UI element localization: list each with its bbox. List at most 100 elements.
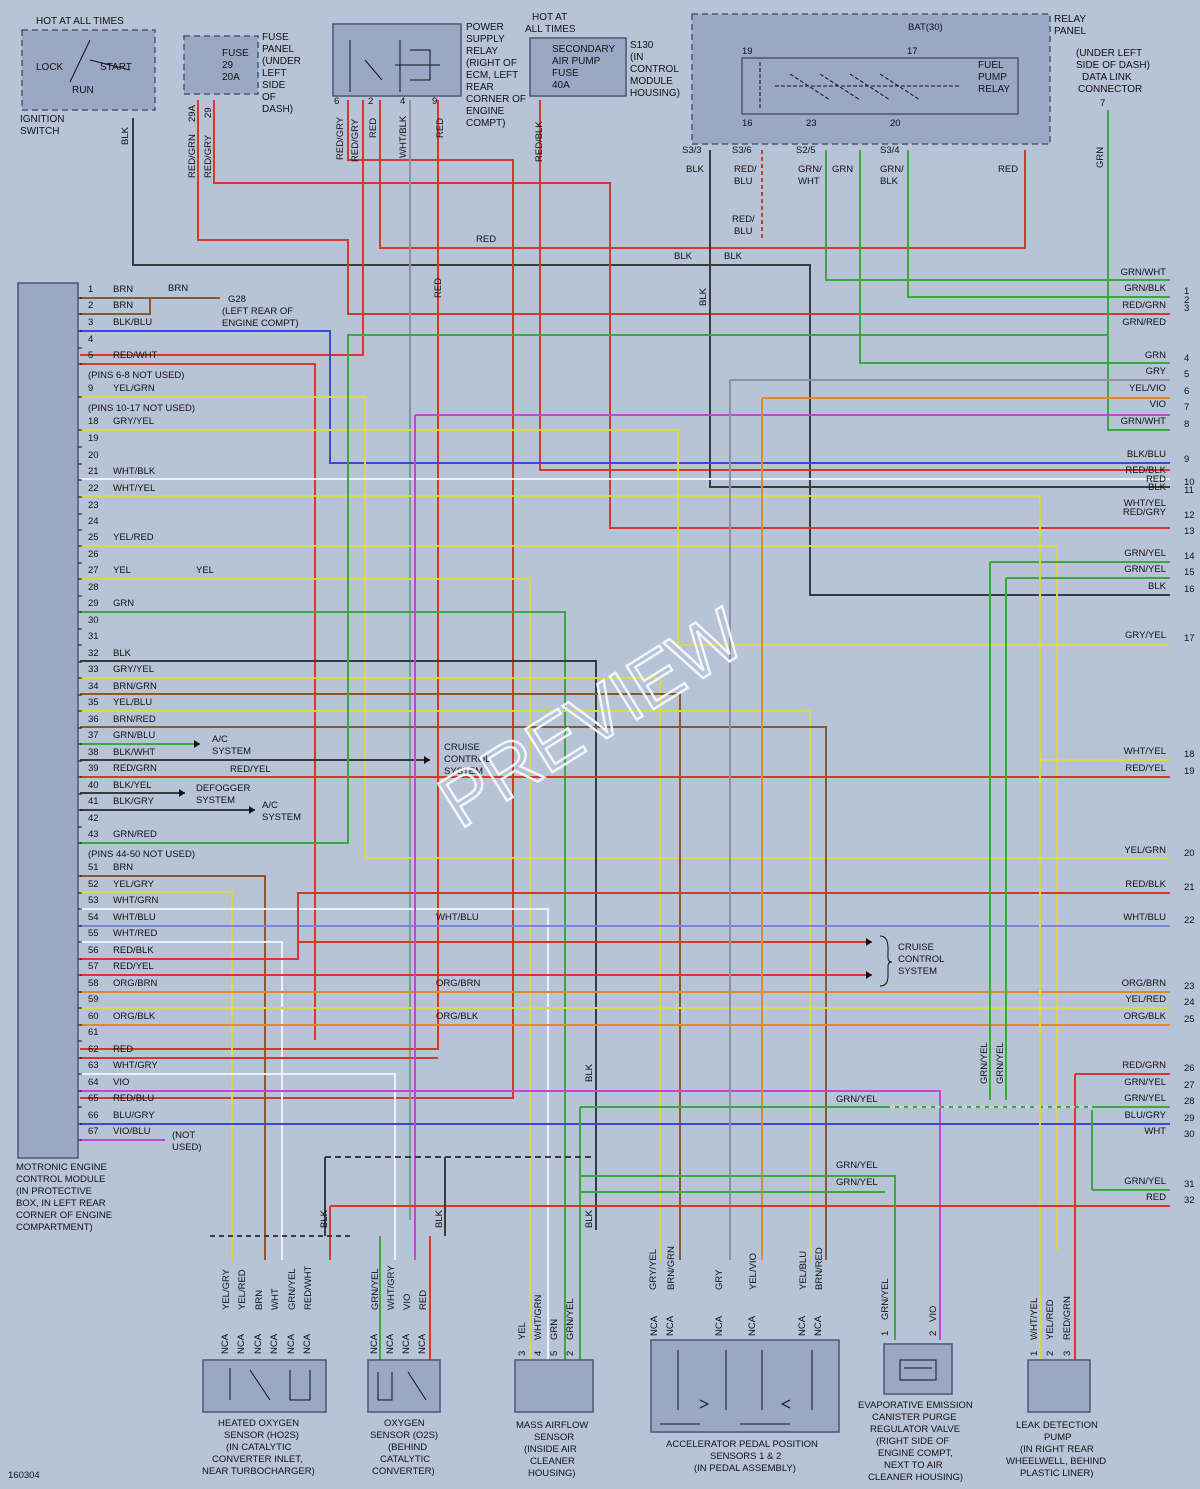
fpr-name-2: RELAY	[978, 84, 1010, 95]
sec-desc-4: HOUSING)	[630, 88, 680, 99]
ecm-desc-1: CONTROL MODULE	[16, 1174, 105, 1185]
ho2s-d4: NEAR TURBOCHARGER)	[202, 1466, 315, 1477]
ecm-desc-2: (IN PROTECTIVE	[16, 1186, 92, 1197]
right-conn-num: 25	[1184, 1014, 1195, 1025]
ecm-desc-3: BOX, IN LEFT REAR	[16, 1198, 106, 1209]
app-tw2: GRY	[714, 1269, 725, 1290]
right-conn-wire: GRN/RED	[1122, 317, 1166, 328]
cruise-brace	[879, 935, 893, 987]
ho2s-w2: BRN	[254, 1290, 265, 1310]
ecm-pin-num: 24	[88, 516, 99, 527]
ho2s-n1: NCA	[236, 1333, 247, 1354]
ecm-pin-wire: YEL/GRN	[113, 383, 155, 394]
ecm-pin-num: 52	[88, 879, 99, 890]
ecm-pin-num: 57	[88, 961, 99, 972]
g28-2: ENGINE COMPT)	[222, 318, 299, 329]
psr-pin-9: 9	[432, 96, 437, 107]
ecm-pin-wire: RED/BLK	[113, 945, 154, 956]
psr-desc-7: ENGINE	[466, 106, 505, 117]
right-conn-num: 15	[1184, 567, 1195, 578]
o2s-w0: GRN/YEL	[370, 1268, 381, 1310]
psr-pin-2: 2	[368, 96, 373, 107]
ign-run: RUN	[72, 85, 94, 96]
relay-coil-symbol	[759, 62, 960, 110]
ecm-pin-num: 20	[88, 450, 99, 461]
ecm-pin-num: 30	[88, 615, 99, 626]
maf-p3: 2	[565, 1351, 576, 1356]
mid-org-brn: ORG/BRN	[436, 978, 480, 989]
wire-ecm-36	[80, 726, 827, 1260]
mr-grnyel-b: GRN/YEL	[836, 1160, 878, 1171]
psr-wire-2: RED	[368, 118, 379, 138]
wire-ign-blk	[132, 118, 1170, 596]
sec-wire: RED/BLK	[534, 121, 545, 162]
dlc-desc-1: SIDE OF DASH)	[1076, 60, 1150, 71]
fuse-panel-box	[183, 35, 259, 95]
leak-detection-pump: WHT/YEL YEL/RED RED/GRN 1 2 3 LEAK DETEC…	[1006, 1296, 1106, 1479]
g28-0: G28	[228, 294, 246, 305]
wire-relay-grnblk	[907, 150, 1170, 298]
ecm-pin-num: 63	[88, 1060, 99, 1071]
o2s-n3: NCA	[417, 1333, 428, 1354]
ecm-pin-num: 26	[88, 549, 99, 560]
o2s-d0: OXYGEN	[384, 1418, 425, 1429]
right-conn-wire: RED/YEL	[1125, 763, 1166, 774]
wire-sec-redblk	[539, 100, 1170, 471]
sec-desc-3: MODULE	[630, 76, 673, 87]
app-tw1: BRN/GRN	[666, 1246, 677, 1290]
wire-ecm-25	[80, 545, 1058, 1250]
psr-desc-2: RELAY	[466, 46, 498, 57]
ecm-pin-num: 25	[88, 532, 99, 543]
mid-right-labels: GRN/YEL GRN/YEL GRN/YEL GRN/YEL GRN/YEL	[836, 1042, 1092, 1188]
right-conn-wire: RED/GRN	[1122, 300, 1166, 311]
right-conn-wire: GRN/YEL	[1124, 548, 1166, 559]
right-conn-wire: WHT/BLU	[1123, 912, 1166, 923]
right-conn-wire: GRN	[1145, 350, 1166, 361]
ecm-pin-wire: YEL	[113, 565, 131, 576]
evap-d3: (RIGHT SIDE OF	[876, 1436, 949, 1447]
ecm-pin-num: 65	[88, 1093, 99, 1104]
app-n1: NCA	[665, 1315, 676, 1336]
psr-pin-6: 6	[334, 96, 339, 107]
maf-blk: BLK	[584, 1209, 595, 1228]
relay-wire-wht: WHT	[798, 176, 820, 187]
right-conn-wire: ORG/BLK	[1124, 1011, 1167, 1022]
psr-desc-5: REAR	[466, 82, 494, 93]
o2s-symbol	[377, 1371, 427, 1401]
right-conn-num: 26	[1184, 1063, 1195, 1074]
ecm-pin-num: 58	[88, 978, 99, 989]
ecm-pin-num: 21	[88, 466, 99, 477]
right-conn-num: 10	[1184, 477, 1195, 488]
ho2s-box	[202, 1359, 327, 1413]
ecm-pin-num: 3	[88, 317, 93, 328]
ecm-pin-num: 1	[88, 284, 93, 295]
fuse-pin-a: 29A	[187, 104, 198, 122]
ecm-pin-num: 43	[88, 829, 99, 840]
ecm-pin-wire: GRY/YEL	[113, 416, 154, 427]
ecm-pin-wire: BLK/YEL	[113, 780, 152, 791]
relay-redblu-0: RED/	[732, 214, 755, 225]
ecm-pin-num: 18	[88, 416, 99, 427]
ecm-note-3: (PINS 44-50 NOT USED)	[88, 849, 195, 860]
ho2s-w5: RED/WHT	[303, 1265, 314, 1310]
ecm-pin-num: 61	[88, 1027, 99, 1038]
evap-w1: VIO	[928, 1306, 939, 1322]
evap-p1: 2	[928, 1331, 939, 1336]
right-conn-num: 4	[1184, 353, 1189, 364]
right-conn-num: 8	[1184, 419, 1189, 430]
relay-panel: RELAY PANEL BAT(30) 19 17 16 23 20 FUEL …	[682, 14, 1086, 237]
ho2s-n4: NCA	[286, 1333, 297, 1354]
wire-ecm-33	[80, 677, 661, 1260]
fuse-desc-1: PANEL	[262, 44, 294, 55]
app-tw5: BRN/RED	[814, 1247, 825, 1290]
right-conn-num: 30	[1184, 1129, 1195, 1140]
ho2s-heater-symbol	[229, 1368, 311, 1401]
ecm-pin-wire: WHT/GRY	[113, 1060, 158, 1071]
wire-ecm-63	[80, 1073, 396, 1260]
ecm-pin-wire: BRN	[113, 300, 133, 311]
right-conn-num: 13	[1184, 526, 1195, 537]
wire-ecm-53	[80, 908, 549, 1360]
right-conn-wire: BLU/GRY	[1124, 1110, 1166, 1121]
